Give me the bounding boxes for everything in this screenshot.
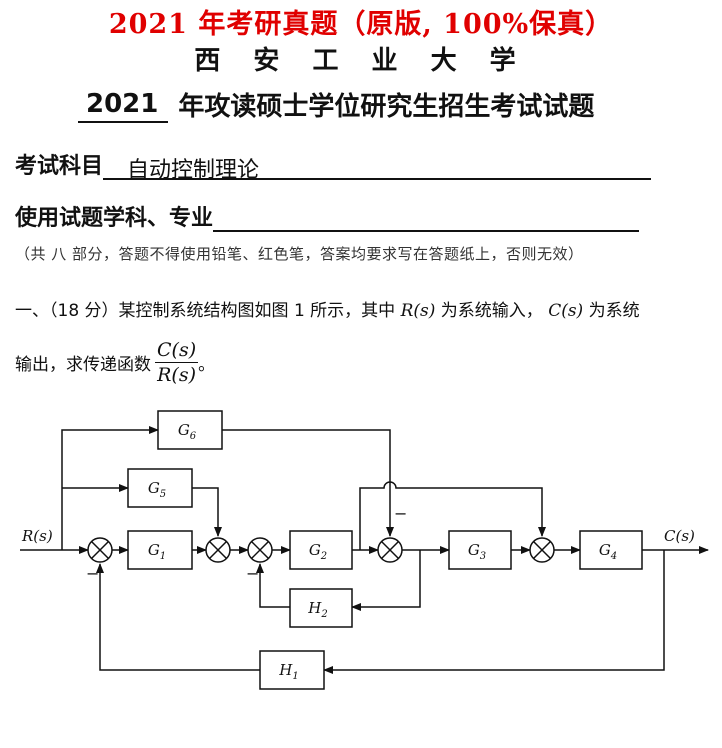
q1-text-c: 为系统 [588, 301, 640, 321]
subject-field: 考试科目 自动控制理论 [15, 148, 652, 183]
subject-value: 自动控制理论 [103, 152, 652, 183]
q1-input-symbol: R(s) [400, 301, 436, 321]
label-g4: G4 [599, 541, 617, 562]
block-h1 [259, 650, 325, 690]
summing-junction-4 [377, 537, 403, 563]
q1-output-symbol: C(s) [548, 301, 584, 321]
exam-title: 2021 年攻读硕士学位研究生招生考试试题 [78, 86, 594, 123]
major-value [213, 204, 640, 232]
summing-junction-2 [205, 537, 231, 563]
block-g5 [127, 468, 193, 508]
block-g4 [579, 530, 643, 570]
path-g5-to-s2 [192, 487, 222, 537]
label-g1: G1 [148, 541, 166, 562]
block-g3 [448, 530, 512, 570]
output-label: C(s) [664, 527, 695, 545]
path-g6-to-s4 [222, 429, 394, 537]
block-g6 [157, 410, 223, 450]
major-label: 使用试题学科、专业 [15, 206, 214, 231]
fraction-denominator: R(s) [157, 364, 196, 386]
transfer-function-fraction: C(s) R(s) [155, 338, 199, 387]
question-1-line2: 输出，求传递函数 C(s) R(s) 。 [15, 338, 215, 387]
q1-text-b: 为系统输入， [440, 301, 543, 321]
label-g6: G6 [178, 421, 197, 442]
path-h2-to-s3 [256, 563, 290, 608]
university-name: 西 安 工 业 大 学 [194, 46, 528, 76]
path-to-h1 [323, 550, 665, 674]
label-h2: H2 [307, 599, 327, 620]
path-g2-to-s5 [359, 481, 546, 550]
exam-title-text: 年攻读硕士学位研究生招生考试试题 [178, 92, 595, 122]
q1-text-end: 。 [198, 355, 216, 375]
minus-sign-s4: − [394, 504, 407, 523]
exam-year: 2021 [78, 89, 169, 123]
q1-text-a: 一、（18 分）某控制系统结构图如图 1 所示，其中 [15, 301, 396, 321]
label-g5: G5 [148, 479, 166, 500]
path-to-g6 [61, 426, 159, 550]
block-g2 [289, 530, 353, 570]
summing-junction-3 [247, 537, 273, 563]
banner-title: 2021 年考研真题（原版, 100%保真） [108, 9, 614, 40]
input-label: R(s) [21, 527, 53, 545]
label-g3: G3 [468, 541, 486, 562]
block-g1 [127, 530, 193, 570]
question-1-line1: 一、（18 分）某控制系统结构图如图 1 所示，其中 R(s) 为系统输入， C… [15, 296, 715, 326]
path-to-h2 [351, 550, 421, 611]
fraction-numerator: C(s) [155, 339, 199, 363]
label-g2: G2 [309, 541, 327, 562]
summing-junction-5 [529, 537, 555, 563]
minus-sign-s1: − [86, 564, 99, 583]
block-diagram: G6 G5 G1 G2 G3 G4 H2 H1 R(s) C(s) − − − [20, 410, 709, 690]
q1-text-line2: 输出，求传递函数 [15, 355, 151, 375]
subject-label: 考试科目 [15, 154, 104, 179]
minus-sign-s3: − [246, 564, 259, 583]
major-field: 使用试题学科、专业 [15, 200, 640, 232]
summing-junction-1 [87, 537, 113, 563]
label-h1: H1 [278, 661, 298, 682]
block-h2 [289, 588, 353, 628]
path-h1-to-s1 [96, 563, 260, 671]
exam-note: （共 八 部分，答题不得使用铅笔、红色笔，答案均要求写在答题纸上，否则无效） [15, 245, 584, 263]
